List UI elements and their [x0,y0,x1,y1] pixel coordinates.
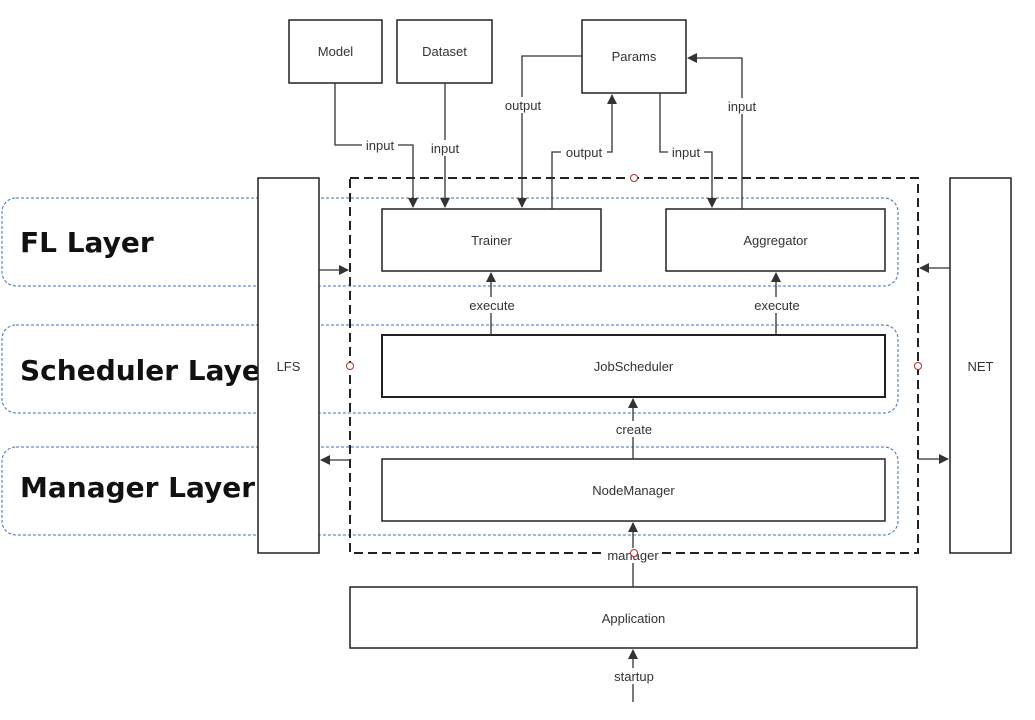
port-marker-right [914,362,922,370]
node-manager-box [381,458,886,522]
model-input-label: input [366,138,395,153]
startup-label: startup [614,669,654,684]
trainer-output-label: output [566,145,603,160]
job-scheduler-box [381,334,886,398]
execute-aggregator-label: execute [754,298,800,313]
params-to-trainer-arrow [517,55,582,208]
node-manager-label: NodeManager [592,483,675,498]
lfs-box [257,177,320,554]
aggregator-to-params-arrow [687,53,743,209]
port-marker-bottom [630,549,638,557]
scheduler-layer-region [1,324,899,414]
scheduler-layer-label: Scheduler Layer [20,354,275,387]
dataset-input-label: input [431,141,460,156]
aggregator-label: Aggregator [743,233,808,248]
lfs-label: LFS [277,359,301,374]
manager-layer-region [1,446,899,536]
manager-layer-label: Manager Layer [20,471,255,504]
aggregator-box [665,208,886,272]
execute-trainer-label: execute [469,298,515,313]
trainer-label: Trainer [471,233,512,248]
model-box [288,19,383,84]
dataset-label: Dataset [422,44,467,59]
dataset-box [396,19,493,84]
params-box [581,19,687,94]
model-label: Model [318,44,354,59]
create-label: create [616,422,652,437]
application-label: Application [602,611,666,626]
fl-layer-region [1,197,899,287]
params-input-label: input [672,145,701,160]
net-box [949,177,1012,554]
net-label: NET [968,359,994,374]
job-scheduler-label: JobScheduler [594,359,674,374]
port-marker-top [630,174,638,182]
trainer-box [381,208,602,272]
aggregator-input-label: input [728,99,757,114]
fl-layer-label: FL Layer [20,226,154,259]
params-output-label: output [505,98,542,113]
params-label: Params [612,49,657,64]
port-marker-left [346,362,354,370]
